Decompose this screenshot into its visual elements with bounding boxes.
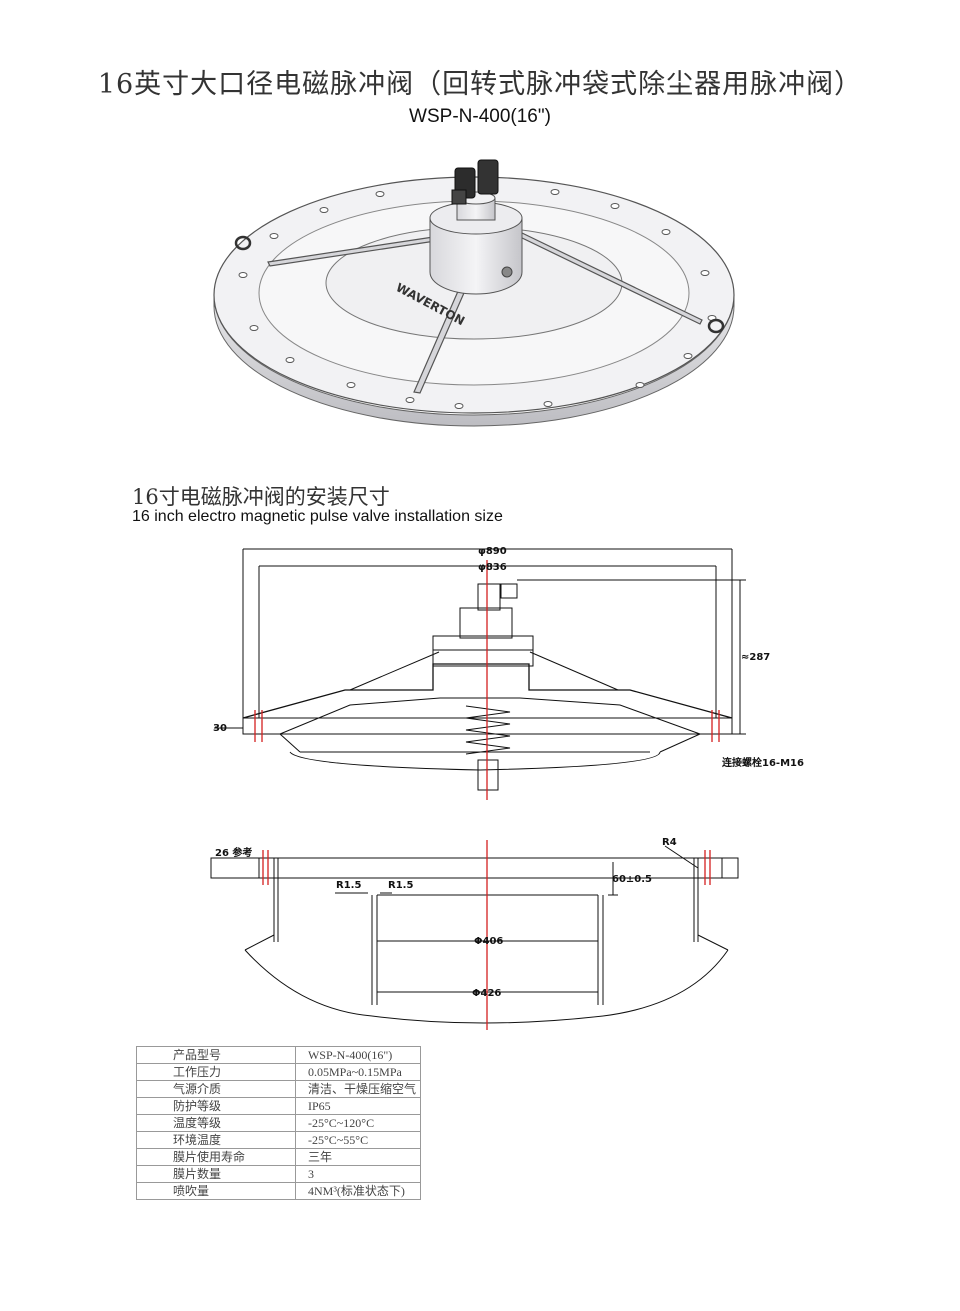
- section-title-zh: 16寸电磁脉冲阀的安装尺寸: [132, 485, 390, 509]
- spec-value: 三年: [294, 1148, 422, 1166]
- lifting-eyes: [234, 235, 725, 334]
- section-title-en: 16 inch electro magnetic pulse valve ins…: [132, 508, 503, 525]
- spec-value: -25°C~55°C: [294, 1131, 422, 1149]
- table-row: 气源介质清洁、干燥压缩空气: [136, 1080, 422, 1098]
- table-row: 膜片使用寿命三年: [136, 1148, 422, 1166]
- spec-key: 膜片使用寿命: [136, 1148, 296, 1166]
- spec-value: 3: [294, 1165, 422, 1183]
- dim-outer-diameter: φ890: [478, 546, 507, 557]
- spec-key: 温度等级: [136, 1114, 296, 1132]
- spec-value: WSP-N-400(16"): [294, 1046, 422, 1064]
- dim-reference: 26 参考: [215, 846, 252, 859]
- technical-drawing: φ890 φ836 ≈287 30 连接螺栓16-M16 26 参考 R4 R1…: [210, 546, 804, 1030]
- spec-key: 工作压力: [136, 1063, 296, 1081]
- dim-depth: 60±0.5: [612, 874, 652, 885]
- dim-radius-r4: R4: [662, 837, 677, 848]
- spec-key: 环境温度: [136, 1131, 296, 1149]
- page-title: 16英寸大口径电磁脉冲阀（回转式脉冲袋式除尘器用脉冲阀）: [97, 69, 863, 100]
- dim-height: ≈287: [741, 652, 770, 663]
- spec-value: 4NM³(标准状态下): [294, 1182, 422, 1200]
- product-illustration: WAVERTON: [213, 159, 735, 427]
- model-number: WSP-N-400(16"): [409, 106, 551, 127]
- dim-diameter-406: Φ406: [474, 936, 503, 947]
- bolt-holes: [238, 189, 717, 409]
- table-row: 温度等级-25°C~120°C: [136, 1114, 422, 1132]
- dim-inner-diameter: φ836: [478, 562, 507, 573]
- spec-value: 清洁、干燥压缩空气: [294, 1080, 422, 1098]
- spec-key: 膜片数量: [136, 1165, 296, 1183]
- spec-value: IP65: [294, 1097, 422, 1115]
- spec-key: 喷吹量: [136, 1182, 296, 1200]
- spec-key: 防护等级: [136, 1097, 296, 1115]
- table-row: 环境温度-25°C~55°C: [136, 1131, 422, 1149]
- spec-key: 气源介质: [136, 1080, 296, 1098]
- dim-diameter-426: Φ426: [472, 988, 501, 999]
- spec-key: 产品型号: [136, 1046, 296, 1064]
- dim-radius-r15-left: R1.5: [336, 880, 361, 891]
- dim-flange-thickness: 30: [213, 723, 227, 734]
- bolt-note: 连接螺栓16-M16: [722, 756, 804, 769]
- spec-value: -25°C~120°C: [294, 1114, 422, 1132]
- spec-value: 0.05MPa~0.15MPa: [294, 1063, 422, 1081]
- dim-radius-r15-right: R1.5: [388, 880, 413, 891]
